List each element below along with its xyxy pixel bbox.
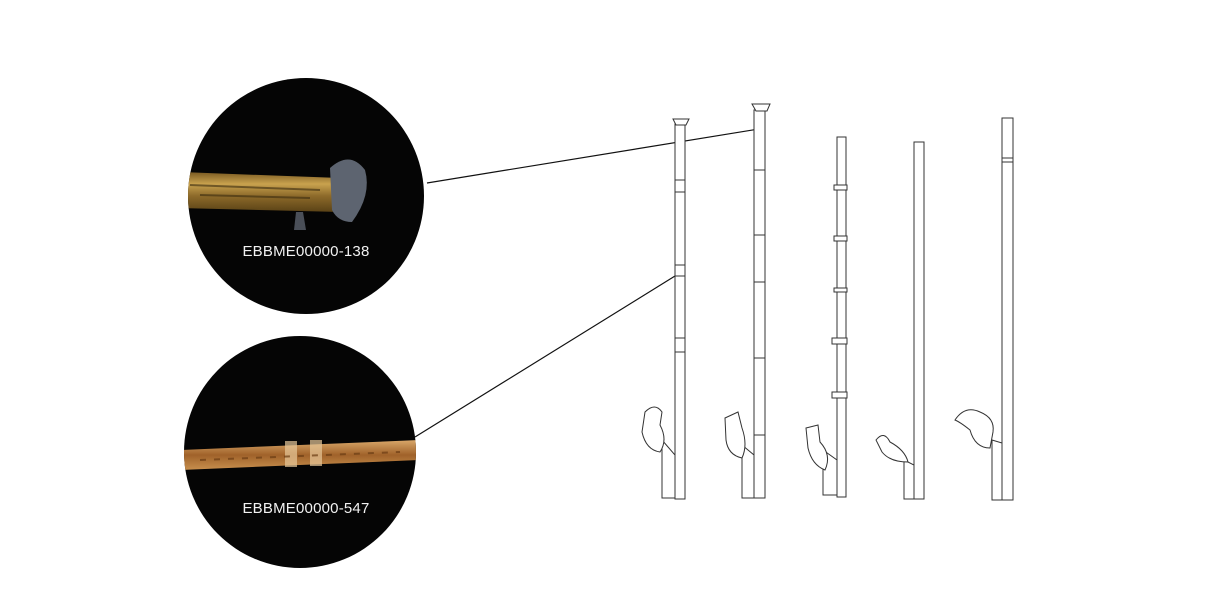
callout-circle-138 [188,78,424,314]
callout-circle-547 [184,336,416,568]
pipe-detail-photo-138 [188,159,367,230]
pipe-drawing-3 [805,136,848,498]
callout-label-547: EBBME00000-547 [242,500,370,517]
leader-line-138 [426,127,766,184]
pipe-detail-photo-547 [184,440,416,470]
pipe-drawing-2 [724,103,771,499]
pipe-drawing-4 [875,141,925,500]
pipe-drawing-1 [641,118,690,500]
callout-label-138: EBBME00000-138 [242,243,370,260]
leader-line-547 [414,275,676,438]
pipe-drawing-5 [954,117,1014,501]
